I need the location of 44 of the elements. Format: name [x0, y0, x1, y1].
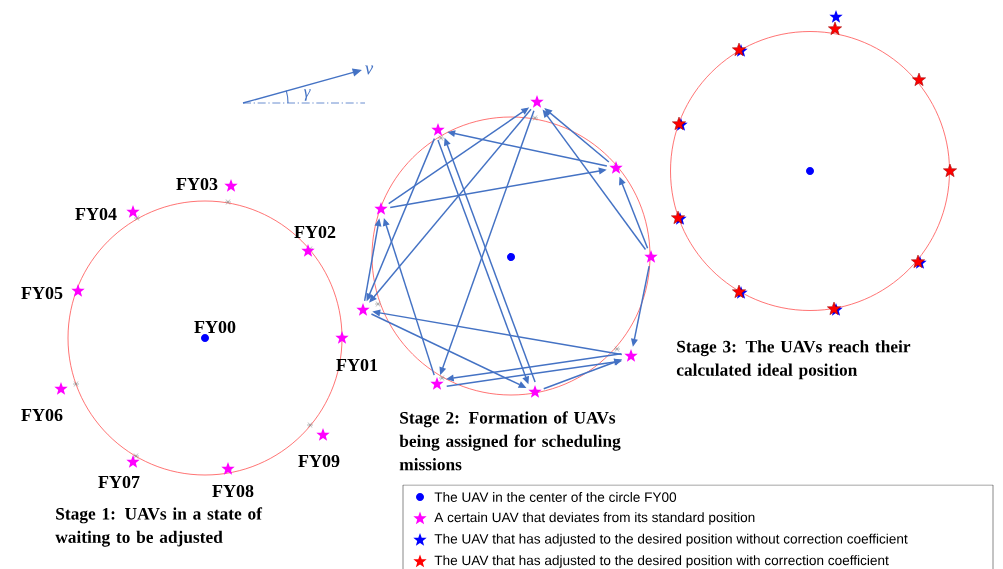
star-marker: [943, 163, 957, 177]
star-marker: [624, 349, 638, 362]
legend-text: The UAV in the center of the circle FY00: [434, 492, 677, 502]
position-label: FY03: [176, 177, 218, 191]
star-marker: [828, 21, 842, 35]
stage-caption: Stage 1: UAVs in a state of waiting to be adjusted: [55, 507, 263, 547]
star-marker: [301, 244, 315, 257]
arrow: [369, 108, 532, 303]
position-label: FY02: [294, 225, 336, 239]
star-marker: [609, 161, 623, 174]
arrow: [544, 108, 610, 163]
star-marker: [431, 123, 445, 136]
position-label: FY07: [98, 475, 140, 489]
symbol-label: γ: [303, 89, 311, 101]
symbol-label: v: [365, 65, 374, 75]
star-marker: [71, 284, 85, 297]
position-label: FY09: [298, 454, 340, 468]
position-label: FY06: [21, 408, 63, 422]
arrow: [382, 218, 435, 376]
star-marker: [528, 385, 542, 398]
position-label: FY01: [336, 358, 378, 372]
legend-text: The UAV that has adjusted to the desired position without correction coefficient: [434, 533, 908, 547]
star-marker: [374, 202, 388, 215]
position-label: FY05: [21, 286, 63, 300]
star-marker: [644, 250, 658, 263]
legend-text: The UAV that has adjusted to the desired position with correction coefficient: [434, 555, 889, 568]
star-marker: [912, 72, 926, 86]
star-marker: [126, 205, 140, 218]
star-marker: [221, 462, 235, 475]
star-marker: [430, 377, 444, 390]
stage-caption: Stage 3: The UAVs reach their calculated ideal position: [676, 340, 911, 380]
star-marker: [224, 179, 238, 192]
star-marker: [54, 382, 68, 395]
position-label: FY08: [212, 484, 254, 498]
legend-text: A certain UAV that deviates from its standard position: [434, 512, 755, 525]
position-label: FY04: [75, 207, 117, 221]
star-marker: [356, 303, 370, 316]
star-marker: [316, 428, 330, 441]
star-marker: [530, 95, 544, 108]
star-marker: [335, 331, 349, 344]
position-label: FY00: [194, 320, 236, 334]
star-marker: [829, 10, 843, 23]
stage-caption: Stage 2: Formation of UAVs being assigned for scheduling missions: [399, 411, 621, 471]
star-marker: [126, 455, 140, 468]
